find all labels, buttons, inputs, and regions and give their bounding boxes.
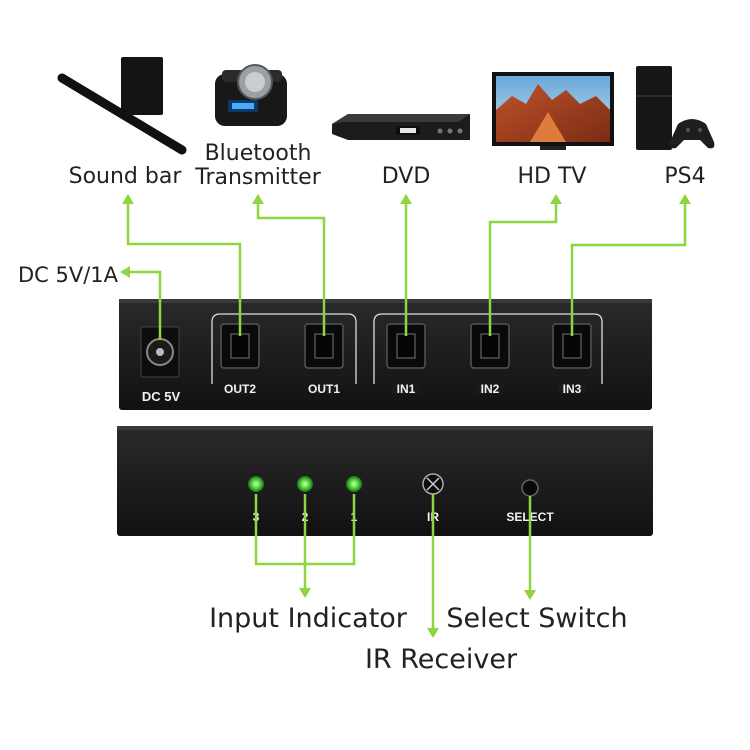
line-dc-power [128, 270, 162, 340]
dc-power-jack [140, 326, 180, 378]
port-label-in2: IN2 [481, 382, 500, 396]
input-indicator-label: Input Indicator [209, 603, 408, 634]
optical-port-in2 [470, 323, 510, 369]
output-bracket [211, 313, 357, 384]
led-indicator-1 [346, 476, 362, 492]
dvd-label: DVD [382, 164, 431, 189]
led-indicator-3 [248, 476, 264, 492]
optical-port-in3 [552, 323, 592, 369]
front-panel: 3 2 1 IR SELECT [117, 426, 653, 536]
port-label-out1: OUT1 [308, 382, 340, 396]
port-label-in3: IN3 [563, 382, 582, 396]
hd-tv-icon [492, 72, 614, 150]
bluetooth-transmitter-icon [215, 64, 287, 126]
optical-port-out1 [304, 323, 344, 369]
dc-port-label: DC 5V [142, 389, 181, 404]
dc-power-label: DC 5V/1A [18, 263, 119, 287]
line-ps4-in3 [570, 200, 687, 336]
input-bracket [373, 313, 603, 384]
line-bluetooth-out1 [256, 200, 326, 336]
bluetooth-label-line2: Transmitter [194, 165, 321, 190]
ps4-console-icon [636, 66, 715, 150]
sound-bar-label: Sound bar [69, 164, 183, 189]
port-label-out2: OUT2 [224, 382, 256, 396]
hd-tv-label: HD TV [518, 164, 587, 189]
port-label-in1: IN1 [397, 382, 416, 396]
ps4-label: PS4 [664, 164, 705, 189]
sound-bar-icon [57, 57, 187, 155]
rear-panel: DC 5V OUT2 OUT1 IN1 [119, 299, 652, 410]
bluetooth-label-line1: Bluetooth [205, 141, 312, 166]
led-indicator-2 [297, 476, 313, 492]
line-soundbar-out2 [126, 200, 242, 336]
select-button[interactable] [521, 479, 539, 497]
select-switch-label: Select Switch [446, 603, 627, 634]
ir-receiver-label: IR Receiver [365, 644, 518, 675]
dvd-player-icon [332, 114, 470, 140]
connection-lines [126, 200, 687, 630]
arrowheads [120, 194, 691, 638]
ir-receiver-window [422, 473, 444, 495]
optical-port-out2 [220, 323, 260, 369]
line-hdtv-in2 [488, 200, 558, 336]
